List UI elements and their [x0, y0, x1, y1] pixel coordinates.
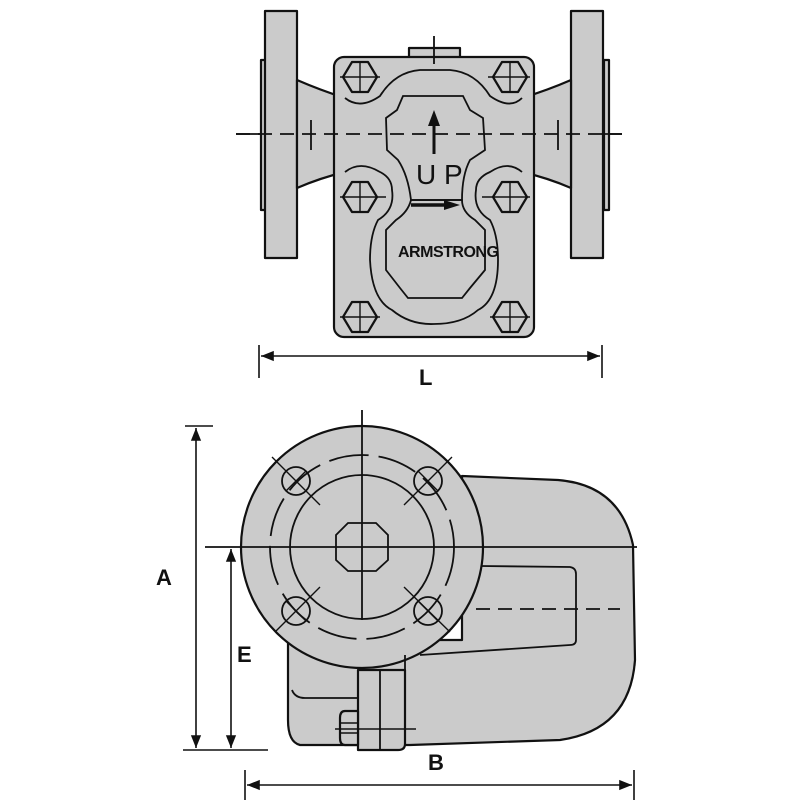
bottom-bracket	[356, 668, 407, 752]
bolt-top-right	[488, 60, 530, 94]
top-view: U P ARMSTRONG L	[236, 9, 622, 390]
svg-text:A: A	[156, 565, 172, 590]
svg-text:E: E	[237, 642, 252, 667]
bolt-hole-bottom-left	[274, 586, 321, 633]
center-port	[335, 522, 389, 572]
body-casting-outline	[344, 69, 523, 325]
drain-plug	[338, 709, 360, 747]
bolt-mid-right	[482, 180, 530, 214]
flow-marking: U P	[416, 159, 463, 190]
right-flange-face	[602, 58, 611, 212]
up-arrow-head	[428, 110, 440, 126]
bolt-hole-top-right	[403, 456, 453, 506]
side-body-tab	[419, 565, 577, 656]
flow-arrow-head	[444, 200, 460, 210]
bolt-hole-top-left	[271, 456, 321, 506]
dimension-B: B	[244, 750, 635, 800]
svg-text:B: B	[428, 750, 444, 775]
bolt-hole-bottom-right	[403, 586, 451, 633]
brand-marking: ARMSTRONG	[398, 244, 498, 261]
bolt-bottom-left	[340, 300, 380, 334]
bolt-bottom-right	[490, 300, 530, 334]
dimension-A: A	[156, 425, 268, 751]
dimension-E: E	[225, 549, 252, 748]
dimension-L: L	[258, 345, 603, 390]
side-view: A E B	[156, 410, 637, 800]
bolt-mid-left	[340, 180, 386, 214]
lower-boss	[385, 199, 486, 299]
svg-text:L: L	[419, 365, 432, 390]
bolt-top-left	[340, 60, 380, 94]
